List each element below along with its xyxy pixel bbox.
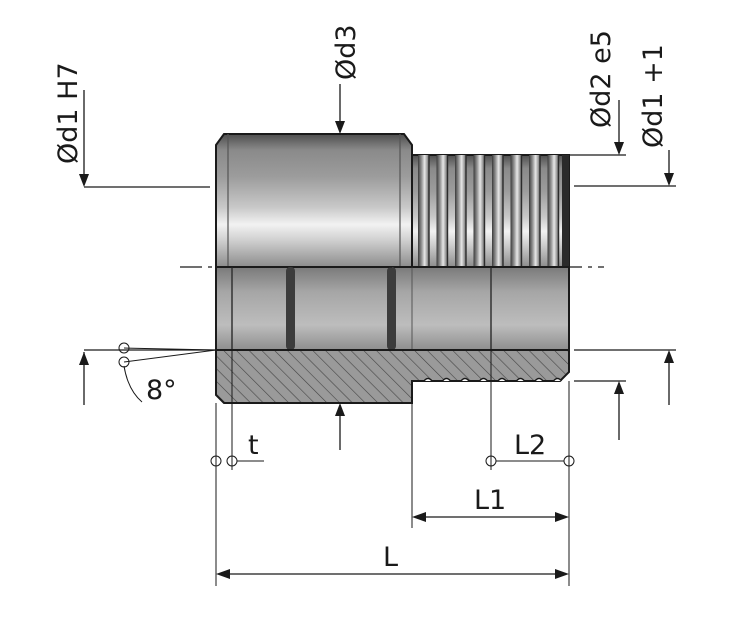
label-l1: L1 [474,485,506,516]
section-thread-tooth [552,377,563,382]
hatched-wall-section [215,349,570,404]
dimension-d2-e5: Ød2 e5 [569,30,626,440]
thread-rib [529,155,540,267]
dimension-d1-plus1: Ød1 +1 [574,44,676,405]
fitting-cross-section [215,349,570,404]
threaded-spigot [411,154,570,268]
sleeve-body [215,133,413,268]
label-l: L [383,542,398,573]
section-thread-tooth [478,377,489,382]
section-thread-tooth [497,377,507,382]
fitting-exterior-view [215,133,570,268]
dimension-l: L [216,542,569,579]
bore-groove [387,267,396,350]
dimension-d1-h7: Ød1 H7 [53,62,216,405]
dimension-d3: Ød3 [331,24,362,450]
fitting-bore-view [215,266,570,351]
section-thread-tooth [534,377,544,382]
label-d1-h7: Ød1 H7 [53,62,84,164]
section-thread-tooth [423,377,433,382]
label-t: t [248,430,259,461]
bore-groove [286,267,295,350]
thread-rib [455,155,466,267]
thread-rib [547,155,559,267]
dimension-l2: L2 [485,350,575,586]
dimension-l1: L1 [411,403,569,528]
label-angle: 8° [146,375,177,406]
dimension-angle: 8° [118,342,217,406]
thread-rib [436,155,448,267]
section-thread-tooth [515,377,526,382]
section-thread-tooth [441,377,452,382]
label-d1-plus1: Ød1 +1 [638,44,669,148]
label-d2-e5: Ød2 e5 [586,30,617,128]
thread-rib [473,155,485,267]
section-thread-tooth [460,377,470,382]
thread-rib [418,155,429,267]
label-d3: Ød3 [331,24,362,80]
label-l2: L2 [514,430,546,461]
thread-rib [510,155,522,267]
dimension-t: t [210,350,264,586]
thread-rib [492,155,503,267]
